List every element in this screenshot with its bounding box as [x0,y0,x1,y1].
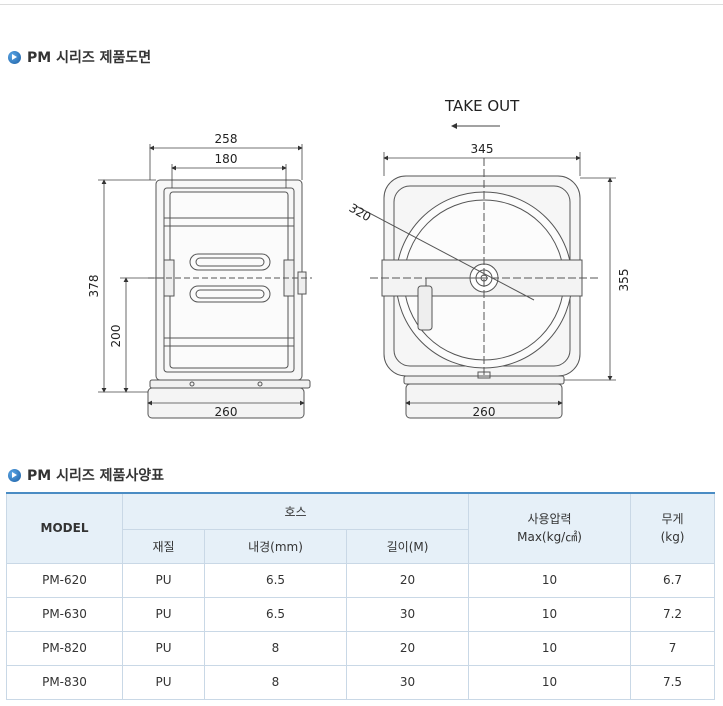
cell-weight: 7.5 [630,664,716,700]
dim-radius: 320 [347,201,374,225]
cell-model: PM-630 [6,596,123,632]
table-row: PM-630 PU 6.5 30 10 7.2 [6,596,716,632]
arrow-bullet-icon [8,50,21,64]
header-weight-line1: 무게 [661,512,684,527]
dim-base-width-right: 260 [473,405,496,419]
cell-inner: 6.5 [204,562,347,598]
header-weight: 무게 (kg) [630,492,716,564]
dim-height-total: 378 [87,275,101,298]
cell-model: PM-820 [6,630,123,666]
header-inner-diameter: 내경(mm) [204,528,347,564]
dim-width-inner: 180 [215,152,238,166]
section-title-spec: PM 시리즈 제품사양표 [8,466,164,484]
cell-material: PU [122,562,205,598]
cell-length: 30 [345,664,470,700]
dim-width-top: 258 [215,132,238,146]
product-drawing: 258 180 378 200 260 TAKE OUT [80,88,640,433]
header-length: 길이(M) [345,528,470,564]
dim-base-width-left: 260 [215,405,238,419]
cell-inner: 6.5 [204,596,347,632]
cell-model: PM-620 [6,562,123,598]
cell-material: PU [122,630,205,666]
cell-weight: 7 [630,630,716,666]
table-row: PM-830 PU 8 30 10 7.5 [6,664,716,700]
header-hose: 호스 [121,492,470,530]
cell-weight: 6.7 [630,562,716,598]
cell-pressure: 10 [468,664,632,700]
table-row: PM-620 PU 6.5 20 10 6.7 [6,562,716,598]
header-material: 재질 [122,528,205,564]
section-title-drawing: PM 시리즈 제품도면 [8,48,151,66]
cell-material: PU [122,664,205,700]
cell-weight: 7.2 [630,596,716,632]
cell-inner: 8 [204,664,347,700]
header-model: MODEL [6,492,123,564]
arrow-bullet-icon [8,468,21,482]
dim-width-front: 345 [471,142,494,156]
cell-pressure: 10 [468,630,632,666]
cell-length: 20 [345,562,470,598]
section-title-drawing-text: PM 시리즈 제품도면 [27,50,152,66]
dim-height-front: 355 [617,269,631,292]
header-pressure: 사용압력 Max(kg/㎠) [468,492,632,564]
header-pressure-line1: 사용압력 [527,512,572,527]
cell-pressure: 10 [468,596,632,632]
top-divider [0,4,723,5]
dim-height-axis: 200 [109,325,123,348]
cell-pressure: 10 [468,562,632,598]
technical-drawing-svg: 258 180 378 200 260 TAKE OUT [87,97,631,419]
cell-length: 30 [345,596,470,632]
cell-model: PM-830 [6,664,123,700]
table-row: PM-820 PU 8 20 10 7 [6,630,716,666]
take-out-label: TAKE OUT [444,97,520,115]
spec-table: MODEL 호스 사용압력 Max(kg/㎠) 무게 (kg) 재질 내경(mm… [6,492,716,700]
header-weight-line2: (kg) [660,530,685,545]
cell-inner: 8 [204,630,347,666]
header-pressure-line2: Max(kg/㎠) [517,530,582,545]
section-title-spec-text: PM 시리즈 제품사양표 [27,468,164,484]
cell-material: PU [122,596,205,632]
side-view [147,179,312,419]
cell-length: 20 [345,630,470,666]
front-view [355,158,598,419]
